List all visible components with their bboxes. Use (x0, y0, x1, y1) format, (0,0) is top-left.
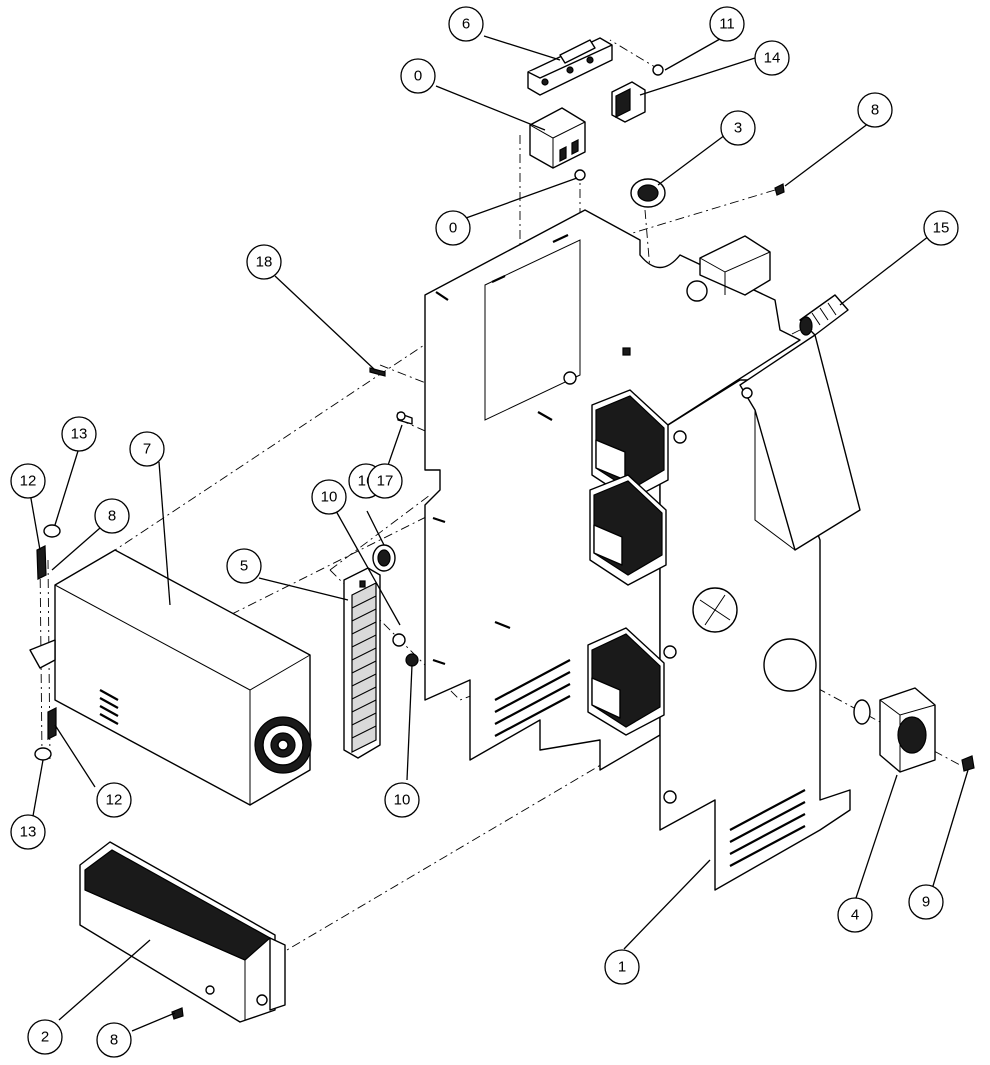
svg-text:10: 10 (394, 792, 411, 809)
callout-13-top: 13 (61, 416, 97, 452)
callout-10-top: 10 (311, 479, 347, 515)
screw-part-11 (652, 64, 664, 76)
callout-14: 14 (754, 40, 790, 76)
leader-lines (29, 34, 969, 1032)
callout-6: 6 (448, 6, 484, 42)
callout-3: 3 (720, 110, 756, 146)
charger-bottom (587, 627, 665, 736)
callout-8-bottom: 8 (96, 1022, 132, 1058)
svg-text:4: 4 (851, 907, 859, 924)
callout-17: 17 (367, 463, 403, 499)
box-component-top (699, 235, 771, 296)
callout-4: 4 (837, 897, 873, 933)
charger-top (591, 389, 669, 501)
svg-text:3: 3 (734, 120, 742, 137)
circuit-breaker-part-14 (611, 81, 646, 123)
cable-gland-part-15 (799, 294, 849, 336)
back-panel-vents (494, 659, 571, 737)
power-supply-vents (99, 689, 119, 725)
callout-12-top: 12 (10, 463, 46, 499)
svg-text:18: 18 (256, 254, 273, 271)
locknut-part-16 (372, 544, 396, 572)
power-supply-part-7 (29, 549, 312, 806)
charger-middle (589, 474, 667, 586)
svg-text:0: 0 (414, 68, 422, 85)
svg-text:2: 2 (41, 1029, 49, 1046)
svg-text:12: 12 (20, 473, 37, 490)
svg-text:10: 10 (321, 489, 338, 506)
bolt-part-18 (369, 367, 386, 377)
svg-text:14: 14 (764, 50, 781, 67)
svg-text:5: 5 (240, 558, 248, 575)
callout-0-relay: 0 (400, 58, 436, 94)
side-panel-vents (729, 789, 806, 867)
callout-12-bottom: 12 (96, 782, 132, 818)
callout-2: 2 (27, 1019, 63, 1055)
grommet-part-3 (630, 178, 666, 208)
callout-balloons: 6 11 14 0 3 8 0 15 18 13 7 12 8 10 16 17… (10, 6, 959, 1058)
receptacle-part-4 (853, 687, 936, 773)
screw-part-8-top (774, 183, 785, 196)
callout-8-left: 8 (94, 498, 130, 534)
callout-0-nut: 0 (435, 210, 471, 246)
terminal-block-part-5 (343, 567, 381, 759)
bracket-part-6 (527, 37, 613, 96)
main-panel-part-1 (424, 209, 861, 891)
relay-part-0 (529, 107, 586, 169)
svg-text:1: 1 (618, 959, 626, 976)
screw-part-9 (961, 755, 975, 772)
callout-8-top: 8 (857, 92, 893, 128)
callout-13-bottom: 13 (10, 814, 46, 850)
nut-part-10-bottom (405, 653, 419, 667)
svg-text:9: 9 (922, 894, 930, 911)
svg-text:17: 17 (377, 473, 394, 490)
callout-5: 5 (226, 548, 262, 584)
svg-text:11: 11 (719, 16, 735, 33)
svg-text:8: 8 (110, 1032, 118, 1049)
callout-1: 1 (604, 949, 640, 985)
callout-7: 7 (129, 431, 165, 467)
screw-part-8-bottom (171, 1007, 184, 1020)
svg-text:6: 6 (462, 16, 470, 33)
svg-text:8: 8 (871, 102, 879, 119)
callout-9: 9 (908, 884, 944, 920)
stud-part-17 (396, 411, 413, 425)
charger-part-2 (79, 841, 286, 1023)
callout-18: 18 (246, 244, 282, 280)
svg-text:13: 13 (20, 824, 37, 841)
svg-text:8: 8 (108, 508, 116, 525)
callout-10-bottom: 10 (384, 782, 420, 818)
callout-11: 11 (709, 6, 745, 42)
svg-text:7: 7 (143, 441, 151, 458)
svg-text:15: 15 (933, 220, 950, 237)
svg-text:12: 12 (106, 792, 123, 809)
nut-part-10-top (392, 633, 406, 647)
svg-text:13: 13 (71, 426, 88, 443)
mounted-chargers (587, 389, 669, 736)
nut-part-0 (574, 169, 586, 181)
callout-15: 15 (923, 210, 959, 246)
svg-text:0: 0 (449, 220, 457, 237)
